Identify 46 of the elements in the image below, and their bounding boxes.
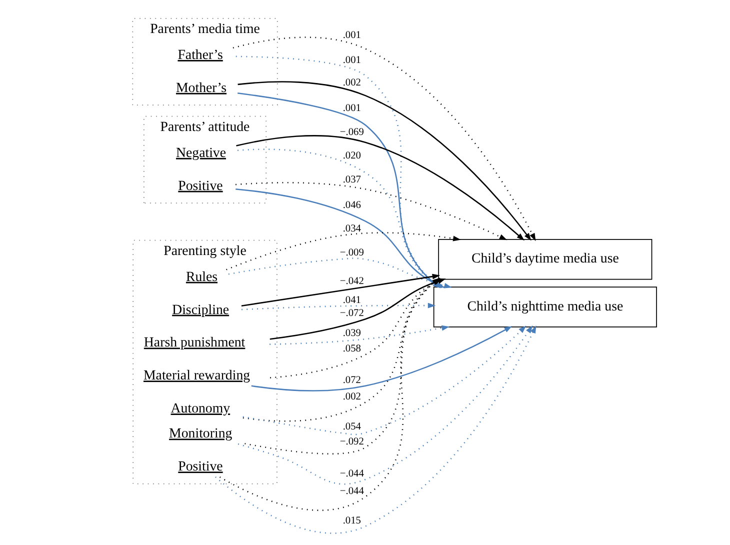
arrow [242,302,436,310]
edge-label: .001 [342,102,361,114]
arrow [251,326,512,392]
edge-label: .015 [342,515,361,526]
arrow [226,232,461,270]
edge-label: −.044 [340,468,364,480]
edge-label: −.042 [340,276,364,288]
edge-label: .054 [342,422,361,433]
node-text: Harsh punishment [144,334,246,350]
node-text: Mother’s [176,80,227,95]
edge-label: −.092 [340,436,364,448]
edge-label: −.069 [340,127,364,138]
node-text: Autonomy [170,400,230,416]
edge-label: .002 [342,391,361,402]
arrow [215,325,536,534]
arrow [236,182,508,240]
node-box: Child’s daytime media use [438,238,652,280]
edge-label: −.009 [340,248,364,259]
edge-label: .037 [342,174,361,186]
edge-label: .041 [342,295,361,306]
arrow [232,36,536,242]
node-text: Monitoring [169,426,232,441]
node-text: Father’s [178,46,223,62]
edge-label: .001 [342,55,361,66]
node-text: Positive [178,458,223,474]
arrow [242,326,526,436]
edge-label: .039 [342,328,361,340]
arrow [270,325,450,345]
edge-label: .002 [342,78,361,89]
edge-label: −.072 [340,308,364,320]
arrow [236,135,524,241]
node-text: Rules [186,268,218,284]
arrow [238,325,533,485]
node-text: Discipline [172,302,230,317]
edge-label: .058 [342,344,361,355]
edge-label: .034 [342,223,361,234]
arrow [238,81,532,241]
edge-label: .001 [342,30,361,42]
node-text: Material rewarding [143,368,250,383]
node-box: Child’s nighttime media use [433,286,657,328]
edge-label: .072 [342,374,361,386]
node-text: Negative [176,144,226,160]
edge-label: .046 [342,200,361,211]
node-text: Positive [178,178,223,193]
edge-label: −.044 [340,486,364,497]
edge-label: .020 [342,150,361,162]
